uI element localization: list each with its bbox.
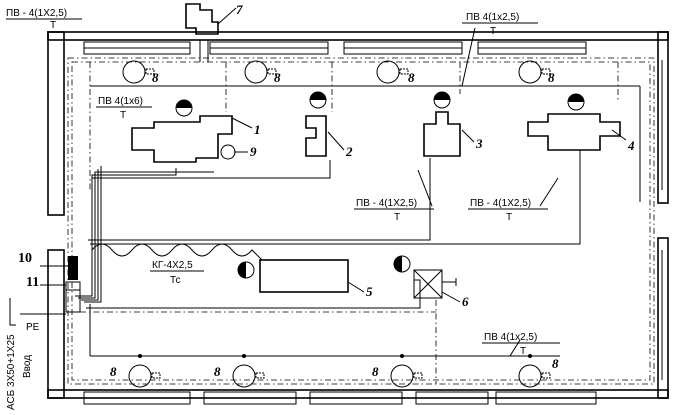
cable-flex-sub: Тс	[170, 275, 181, 286]
cable-bottom-right: ПВ 4(1х2,5)	[484, 332, 537, 343]
machine-5: 5	[259, 259, 373, 299]
lamps-top: 8 8 8 8	[122, 60, 555, 85]
cable-bottom-right-sub: Т	[520, 346, 526, 357]
machine-2: 2	[305, 115, 353, 159]
label-8: 8	[214, 364, 221, 379]
inlet-cable: АСБ 3Х50+1Х25	[6, 334, 17, 410]
bottom-windows	[83, 391, 597, 405]
label-9: 9	[250, 144, 257, 159]
wiring	[9, 27, 641, 357]
cable-mid1: ПВ - 4(1Х2,5)	[356, 198, 417, 209]
lamp-8: 8	[372, 354, 423, 388]
machine-6: 6	[413, 269, 469, 309]
label-11: 11	[26, 275, 39, 290]
top-windows	[83, 41, 587, 55]
cable-left-bundle: ПВ 4(1х6)	[98, 96, 143, 107]
label-8: 8	[548, 70, 555, 85]
lighting-contours	[67, 57, 655, 385]
machine-1: 1 9	[131, 115, 261, 163]
lamp-8: 8	[122, 60, 159, 85]
machine-4: 4	[527, 113, 635, 153]
cable-mid1-sub: Т	[394, 212, 400, 223]
lamp-8: 8	[518, 60, 555, 85]
lamp-8: 8	[518, 354, 559, 388]
lamp-8: 8	[214, 354, 265, 388]
label-8: 8	[274, 70, 281, 85]
label-8: 8	[408, 70, 415, 85]
label-3: 3	[475, 136, 483, 151]
building-walls	[47, 31, 669, 405]
lamp-8: 8	[110, 354, 161, 388]
cable-top-right-sub: Т	[490, 26, 496, 37]
inlet-label: Ввод	[22, 355, 33, 378]
label-7: 7	[236, 2, 243, 17]
cable-left-bundle-sub: Т	[120, 110, 126, 121]
motor-symbol-2	[309, 91, 327, 109]
label-10: 10	[18, 251, 32, 266]
motor-symbol-4	[567, 93, 585, 111]
cable-mid2-sub: Т	[506, 212, 512, 223]
machine-3: 3	[423, 111, 483, 157]
label-8: 8	[552, 356, 559, 371]
label-8: 8	[372, 364, 379, 379]
label-4: 4	[627, 138, 635, 153]
label-8: 8	[110, 364, 117, 379]
cable-feed-top-sub: Т	[50, 20, 56, 31]
pe-label: PE	[26, 322, 40, 333]
lamp-8: 8	[376, 60, 415, 85]
lamps-bottom: 8 8 8 8	[110, 354, 559, 388]
distribution-panels: 10 11	[18, 251, 81, 313]
label-6: 6	[462, 294, 469, 309]
label-1: 1	[254, 122, 261, 137]
cable-labels: ПВ - 4(1Х2,5) Т ПВ 4(1х2,5) Т ПВ 4(1х6) …	[6, 8, 560, 410]
cable-feed-top: ПВ - 4(1Х2,5)	[6, 8, 67, 19]
label-8: 8	[152, 70, 159, 85]
lamp-8: 8	[244, 60, 281, 85]
label-2: 2	[345, 144, 353, 159]
label-5: 5	[366, 284, 373, 299]
panel-7: 7	[185, 2, 243, 35]
motor-symbol-5	[237, 261, 255, 279]
cable-top-right: ПВ 4(1х2,5)	[466, 12, 519, 23]
motor-symbol-1	[175, 99, 193, 117]
cable-flex: КГ-4Х2,5	[152, 260, 193, 271]
motor-symbol-6	[393, 255, 411, 273]
motor-symbol-3	[433, 91, 451, 109]
cable-mid2: ПВ - 4(1Х2,5)	[470, 198, 531, 209]
motor-symbols	[175, 91, 585, 279]
